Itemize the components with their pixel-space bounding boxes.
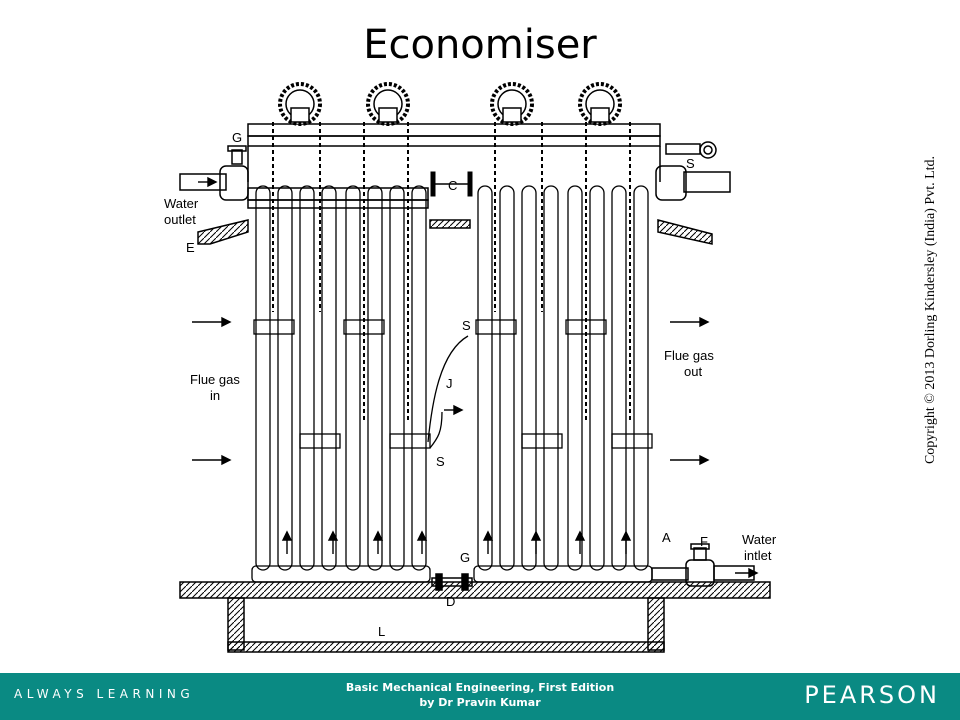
top-frame [247, 123, 661, 182]
label-c: C [448, 178, 457, 193]
label-flue-in-1: Flue gas [190, 372, 240, 387]
inlet-header-top [429, 141, 731, 245]
label-d: D [446, 594, 455, 609]
label-water-inlet-1: Water [742, 532, 777, 547]
label-water-outlet-1: Water [164, 196, 199, 211]
label-flue-out-1: Flue gas [664, 348, 714, 363]
outlet-header [179, 145, 429, 245]
foundation-pit [179, 581, 771, 653]
label-flue-in-2: in [210, 388, 220, 403]
footer-bar: ALWAYS LEARNING Basic Mechanical Enginee… [0, 673, 960, 720]
scraper-gears [278, 82, 622, 126]
label-water-inlet-2: intlet [744, 548, 772, 563]
slide-title: Economiser [363, 22, 597, 68]
label-l: L [378, 624, 385, 639]
label-s-low: S [436, 454, 445, 469]
economiser-diagram: G S C Water outlet E Flue gas in Flue ga… [164, 82, 777, 653]
copyright-notice: Copyright © 2013 Dorling Kindersley (Ind… [923, 155, 938, 465]
left-tube-bank [251, 185, 431, 583]
label-g-bottom: G [460, 550, 470, 565]
label-f: F [700, 534, 708, 549]
label-s-mid: S [462, 318, 471, 333]
label-a: A [662, 530, 671, 545]
right-tube-bank [473, 185, 653, 583]
label-g-top: G [232, 130, 242, 145]
footer-tagline: ALWAYS LEARNING [14, 687, 195, 701]
label-j: J [446, 376, 453, 391]
pearson-logo: PEARSON [804, 681, 940, 709]
label-flue-out-2: out [684, 364, 702, 379]
flow-arrows [192, 176, 759, 579]
label-s-top: S [686, 156, 695, 171]
label-water-outlet-2: outlet [164, 212, 196, 227]
scraper-chains [272, 122, 631, 422]
footer-book-author: by Dr Pravin Kumar [419, 696, 541, 709]
footer-book-title: Basic Mechanical Engineering, First Edit… [345, 681, 615, 694]
footer-book-info: Basic Mechanical Engineering, First Edit… [280, 680, 680, 710]
coupling-c [430, 171, 473, 197]
scraper-path-curve [427, 335, 469, 449]
label-e: E [186, 240, 195, 255]
